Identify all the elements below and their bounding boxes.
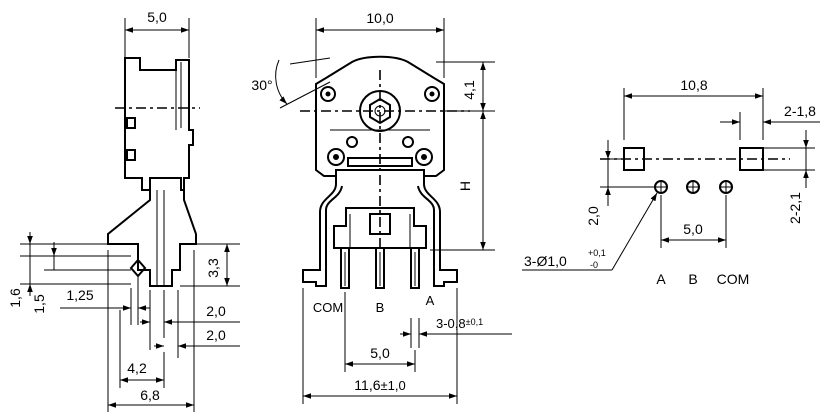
footprint-width-label: 10,8 bbox=[680, 77, 707, 93]
front-pin-thickness-label: 3-0,8±0,1 bbox=[436, 316, 483, 331]
side-dim-6-8-label: 6,8 bbox=[140, 387, 160, 403]
front-pin-label-a: A bbox=[426, 293, 435, 308]
side-dim-1-25-label: 1,25 bbox=[66, 287, 93, 303]
footprint-row-offset-label: 2,0 bbox=[585, 206, 601, 226]
front-overall-width-label: 11,6±1,0 bbox=[354, 377, 405, 393]
footprint-pad-height-label: 2-2,1 bbox=[787, 192, 803, 224]
footprint-label-a: A bbox=[656, 271, 666, 287]
footprint-label-b: B bbox=[688, 271, 697, 287]
side-body-outline bbox=[124, 57, 194, 191]
side-view: 5,0 1,6 1,5 1,25 bbox=[7, 9, 240, 412]
pin-b bbox=[375, 247, 385, 289]
front-leg-right bbox=[417, 176, 458, 287]
pin-a bbox=[410, 247, 420, 289]
front-width-top-label: 10,0 bbox=[366, 10, 393, 26]
front-height-label: H bbox=[457, 181, 473, 191]
front-angle-label: 30° bbox=[251, 77, 272, 93]
front-dim-4-1-label: 4,1 bbox=[461, 80, 477, 100]
side-dim-4-2-label: 4,2 bbox=[127, 360, 147, 376]
footprint-hole-tol-minus: -0 bbox=[590, 260, 598, 270]
footprint-hole-tol-plus: +0,1 bbox=[588, 248, 606, 258]
front-pin-pitch-label: 5,0 bbox=[370, 345, 390, 361]
footprint-hole-callout: 3-Ø1,0 bbox=[524, 253, 567, 269]
front-view: 10,0 30° bbox=[251, 10, 512, 404]
front-body-outline bbox=[315, 55, 445, 177]
front-pin-label-com: COM bbox=[313, 300, 343, 315]
footprint-view: 10,8 2-1,8 2,0 2-2,1 bbox=[522, 77, 820, 287]
footprint-pin-pitch-label: 5,0 bbox=[683, 221, 703, 237]
footprint-pad-size-label: 2-1,8 bbox=[784, 103, 816, 119]
side-pin-diamond bbox=[129, 258, 147, 278]
pin-com bbox=[340, 247, 350, 289]
front-lower-block bbox=[333, 207, 427, 249]
front-leg-left bbox=[302, 176, 343, 287]
side-dim-2-0-a-label: 2,0 bbox=[206, 303, 226, 319]
side-width-top-label: 5,0 bbox=[147, 9, 167, 25]
side-dim-1-6-label: 1,6 bbox=[7, 288, 23, 308]
side-dim-1-5-label: 1,5 bbox=[31, 294, 47, 314]
side-mounting-leg bbox=[107, 190, 197, 287]
side-dim-2-0-b-label: 2,0 bbox=[206, 327, 226, 343]
side-dim-3-3-label: 3,3 bbox=[205, 258, 221, 278]
front-pin-label-b: B bbox=[376, 300, 385, 315]
footprint-label-com: COM bbox=[717, 271, 750, 287]
shaft-hex-icon bbox=[369, 97, 391, 125]
